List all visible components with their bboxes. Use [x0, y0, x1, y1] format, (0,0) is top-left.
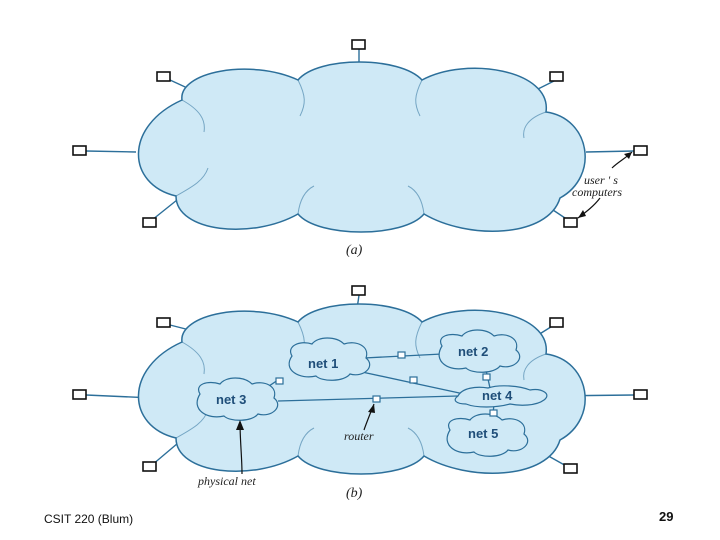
router-icon — [397, 351, 406, 359]
caption-b: (b) — [346, 486, 363, 501]
net-cloud-2 — [438, 329, 521, 373]
small-net-clouds — [196, 329, 548, 457]
router-icon — [489, 409, 498, 417]
footer-course: CSIT 220 (Blum) — [44, 512, 134, 526]
computer-icon — [633, 145, 648, 156]
net-1-label: net 1 — [308, 356, 338, 371]
net-cloud-3 — [196, 377, 279, 421]
physical-net-label: physical net — [197, 474, 256, 488]
arrowhead — [578, 210, 586, 218]
router-icon — [372, 395, 381, 403]
computer-icon — [142, 217, 157, 228]
users-computers-label-1: user ' s — [584, 173, 618, 187]
computer-icon — [156, 71, 171, 82]
cloud-a-lobes — [175, 79, 547, 215]
computer-icon — [563, 463, 578, 474]
router-icon — [275, 377, 284, 385]
computer-icon — [351, 285, 366, 296]
users-computers-label-2: computers — [572, 185, 622, 199]
net-4-label: net 4 — [482, 388, 513, 403]
arrowhead — [368, 404, 375, 413]
arrowhead — [624, 152, 632, 159]
caption-a: (a) — [346, 243, 363, 258]
router-icon — [482, 373, 491, 381]
computer-icon — [549, 71, 564, 82]
computer-icon — [351, 39, 366, 50]
computer-icon — [563, 217, 578, 228]
diagram-a: user ' s computers (a) — [72, 39, 648, 258]
net-cloud-5 — [446, 413, 529, 457]
computer-icons-b — [72, 285, 648, 474]
net-3-label: net 3 — [216, 392, 246, 407]
computer-icon — [549, 317, 564, 328]
computer-icon — [72, 389, 87, 400]
net-2-label: net 2 — [458, 344, 488, 359]
arrowhead — [236, 420, 244, 430]
router-icons — [275, 351, 498, 417]
net-cloud-1 — [288, 337, 371, 381]
computer-icons-a — [72, 39, 648, 228]
router-icon — [409, 376, 418, 384]
computer-icon — [142, 461, 157, 472]
net-5-label: net 5 — [468, 426, 498, 441]
computer-icon — [72, 145, 87, 156]
net-cloud-4 — [454, 385, 548, 408]
router-label: router — [344, 429, 374, 443]
computer-icon — [633, 389, 648, 400]
page-number: 29 — [659, 509, 674, 524]
diagram-b: net 1 net 2 net 3 net 4 net 5 — [72, 285, 648, 501]
computer-icon — [156, 317, 171, 328]
internet-cloud-a — [137, 61, 586, 233]
